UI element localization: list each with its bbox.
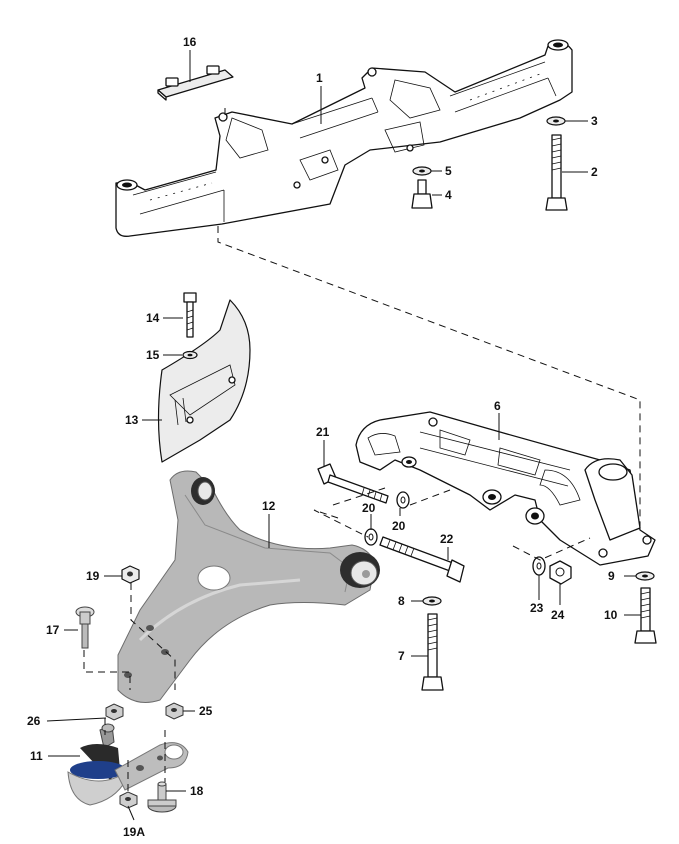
bolt-part-17: [75, 606, 95, 649]
callout-16: 16: [183, 35, 197, 49]
bolt-part-7: [421, 613, 444, 691]
bolt-part-14: [183, 292, 197, 338]
callout-6: 6: [494, 399, 501, 413]
nut-part-26: [105, 703, 124, 721]
washer-part-15: [182, 350, 198, 360]
callout-20a: 20: [362, 501, 376, 515]
washer-part-3: [546, 116, 566, 126]
mounting-plate-part-16: [157, 65, 234, 101]
bolt-part-22: [379, 536, 465, 583]
bolt-part-18: [147, 781, 177, 813]
assembly-dashed-lines: [83, 108, 641, 792]
washer-part-20b: [396, 491, 410, 509]
callout-5: 5: [445, 164, 452, 178]
callout-19: 19: [86, 569, 100, 583]
control-arm-part-12: [117, 470, 380, 703]
callout-13: 13: [125, 413, 139, 427]
nut-part-19: [121, 565, 140, 584]
subframe-part-6: [355, 411, 656, 566]
washer-part-9: [635, 571, 655, 581]
callout-12: 12: [262, 499, 276, 513]
callout-19a: 19A: [123, 825, 145, 839]
bolt-part-2: [545, 134, 568, 211]
callout-10: 10: [604, 608, 618, 622]
washer-part-23: [532, 556, 546, 576]
callout-9: 9: [608, 569, 615, 583]
callout-2: 2: [591, 165, 598, 179]
callout-1: 1: [316, 71, 323, 85]
callout-15: 15: [146, 348, 160, 362]
callout-4: 4: [445, 188, 452, 202]
callout-21: 21: [316, 425, 330, 439]
bolt-part-4: [411, 179, 433, 209]
callout-7: 7: [398, 649, 405, 663]
leader-lines: [46, 50, 641, 821]
callout-26: 26: [27, 714, 41, 728]
washer-part-5: [412, 166, 432, 176]
nut-part-25: [165, 702, 184, 720]
callout-17: 17: [46, 623, 60, 637]
crossmember-part-1: [115, 39, 573, 237]
bolt-part-21: [317, 463, 389, 504]
callout-24: 24: [551, 608, 565, 622]
callout-22: 22: [440, 532, 454, 546]
bolt-part-10: [634, 587, 657, 644]
callout-23: 23: [530, 601, 544, 615]
callout-20b: 20: [392, 519, 406, 533]
callout-18: 18: [190, 784, 204, 798]
callout-8: 8: [398, 594, 405, 608]
callout-11: 11: [30, 749, 43, 763]
nut-part-24: [549, 560, 572, 585]
washer-part-20a: [364, 528, 378, 546]
callout-labels: 16 1 3 2 5 4 14 15 13 6 21 12 20 20 22 1…: [27, 35, 618, 839]
heat-shield-part-13: [157, 299, 251, 463]
washer-part-8: [422, 596, 442, 606]
nut-part-19a: [119, 791, 138, 809]
ball-joint-part-11: [67, 723, 189, 806]
callout-14: 14: [146, 311, 160, 325]
callout-3: 3: [591, 114, 598, 128]
callout-25: 25: [199, 704, 213, 718]
